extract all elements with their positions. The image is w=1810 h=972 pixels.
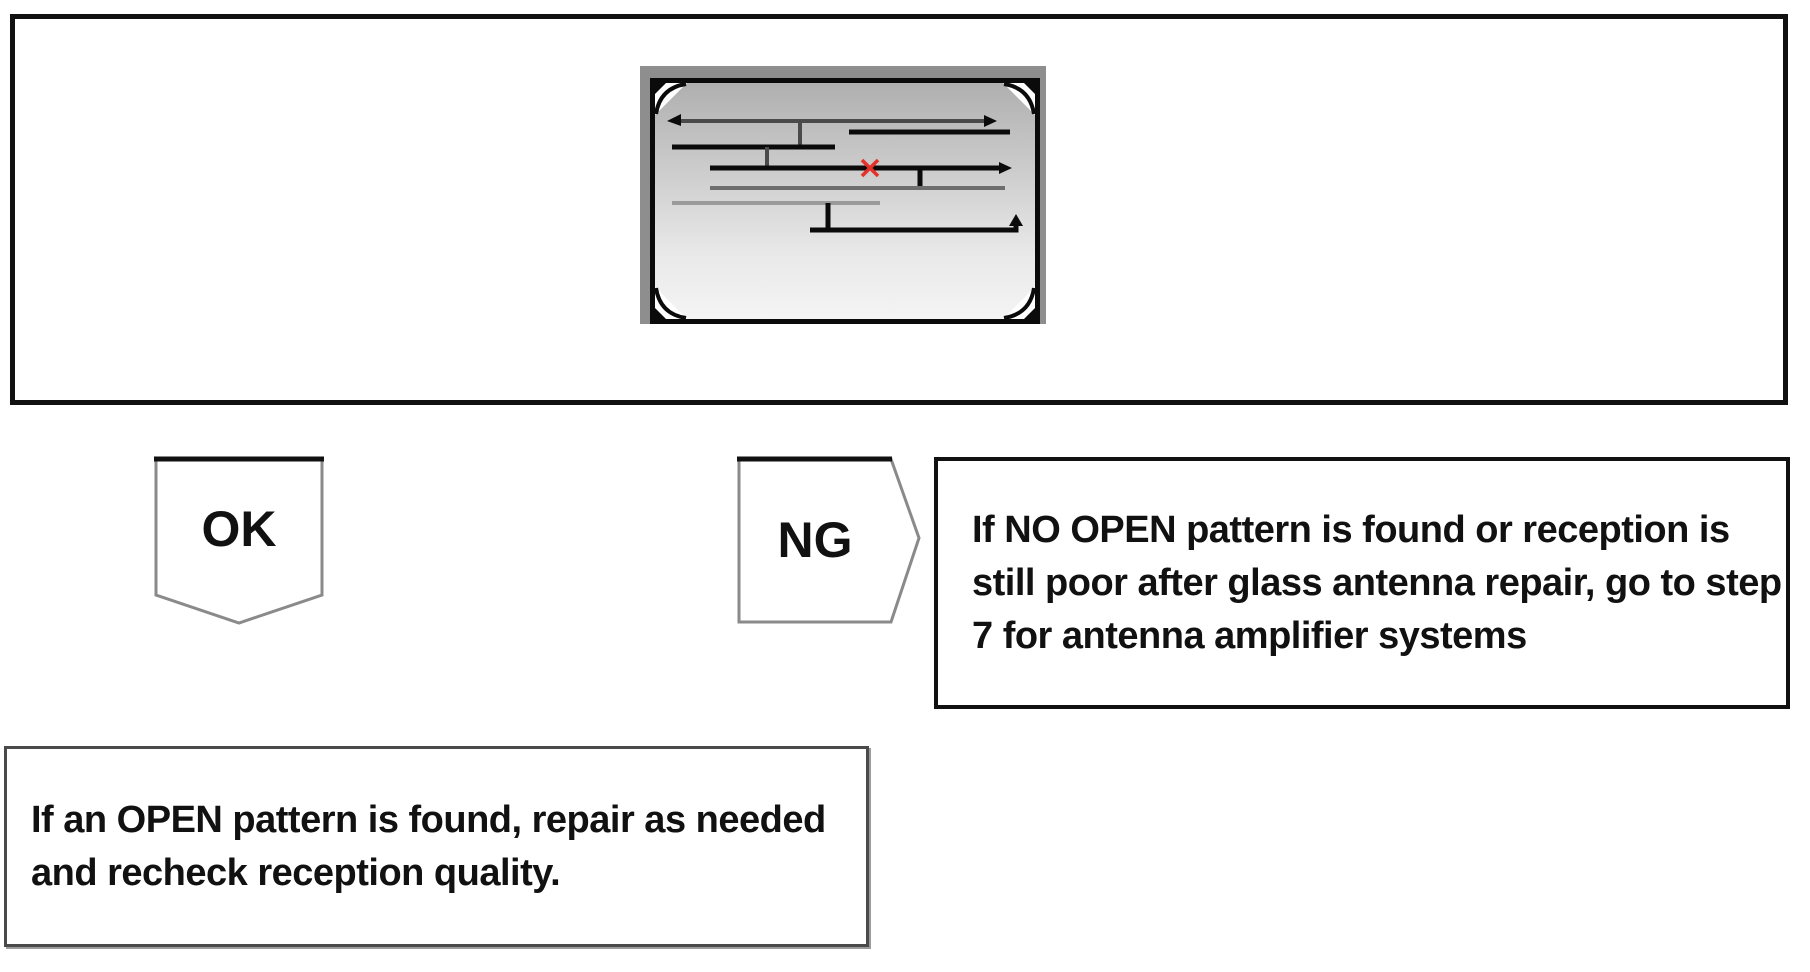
rear-glass-antenna-illustration <box>650 78 1040 324</box>
ok-connector-label: OK <box>202 501 277 557</box>
glass-antenna-svg <box>650 78 1040 324</box>
ng-result-text: If NO OPEN pattern is found or reception… <box>972 508 1782 657</box>
open-point-marker <box>860 158 880 178</box>
ng-result-box: If NO OPEN pattern is found or reception… <box>934 457 1790 709</box>
ok-result-box: If an OPEN pattern is found, repair as n… <box>4 746 869 947</box>
glass-corner-marks <box>654 82 1036 320</box>
glass-frame <box>650 78 1040 324</box>
ng-connector-label: NG <box>778 512 853 568</box>
ok-result-text: If an OPEN pattern is found, repair as n… <box>31 798 826 894</box>
antenna-grid-lines <box>667 114 1023 233</box>
ng-connector: NG <box>737 456 921 624</box>
ok-connector: OK <box>154 456 324 625</box>
